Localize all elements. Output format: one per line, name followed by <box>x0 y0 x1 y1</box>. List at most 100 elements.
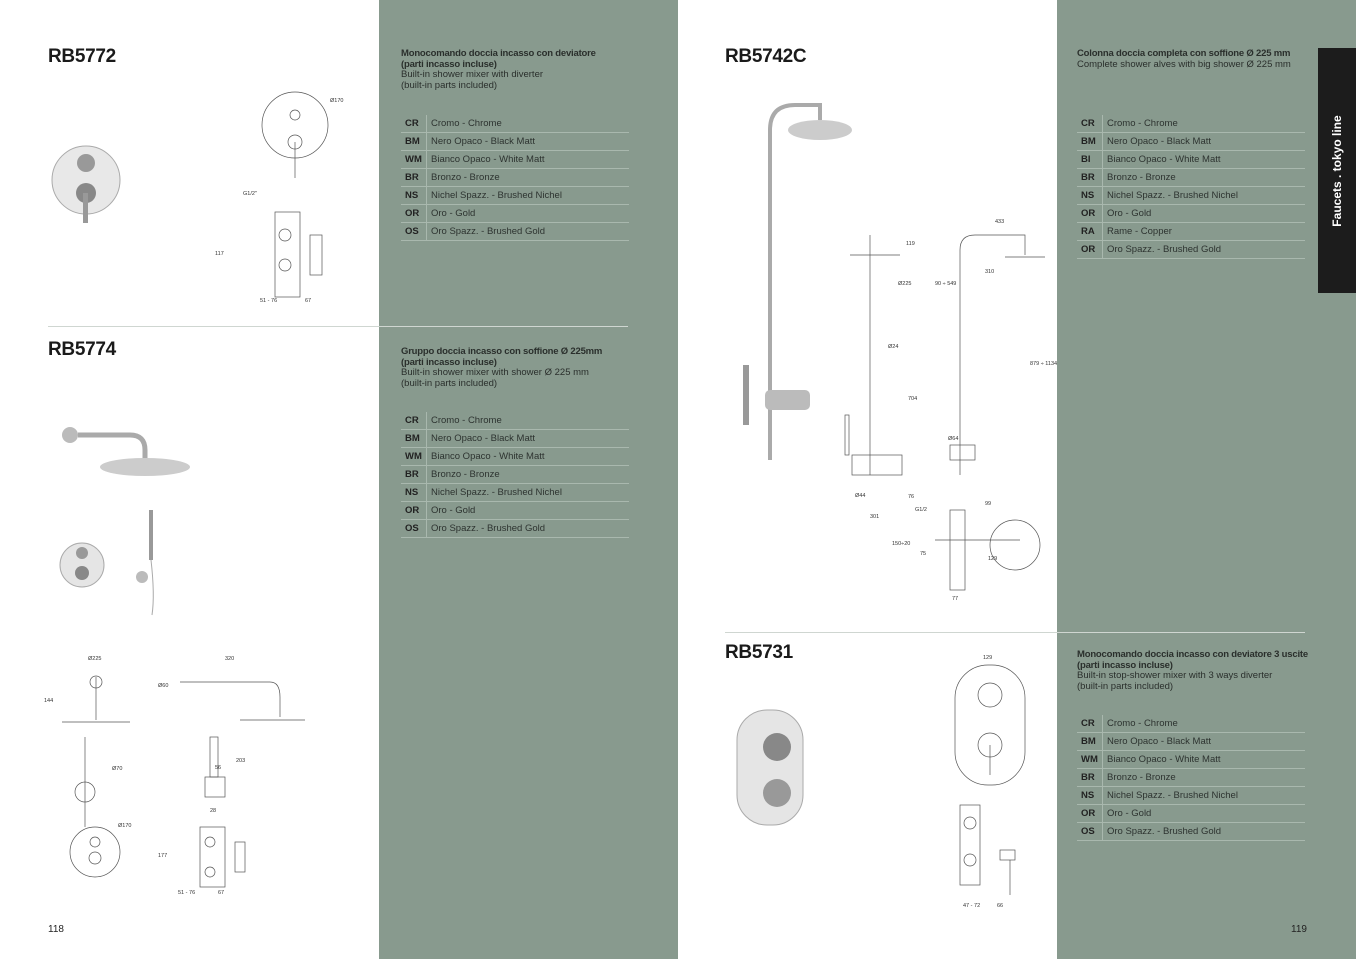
finish-code: NS <box>401 484 427 501</box>
svg-text:144: 144 <box>44 698 53 704</box>
svg-text:47 - 72: 47 - 72 <box>963 903 980 909</box>
finish-name: Oro Spazz. - Brushed Gold <box>431 226 546 237</box>
page-number-left: 118 <box>48 924 64 935</box>
finish-code: WM <box>401 448 427 465</box>
finish-name: Oro Spazz. - Brushed Gold <box>1107 244 1222 255</box>
finish-code: OS <box>1077 823 1103 840</box>
finish-code: BR <box>401 466 427 483</box>
svg-text:G1/2": G1/2" <box>243 191 257 197</box>
finish-name: Bronzo - Bronze <box>1107 772 1176 783</box>
svg-text:Ø225: Ø225 <box>88 656 101 662</box>
finish-name: Nero Opaco - Black Matt <box>1107 136 1212 147</box>
finish-name: Nichel Spazz. - Brushed Nichel <box>431 190 562 201</box>
rb5731-product-photo <box>736 709 804 826</box>
finish-name: Oro Spazz. - Brushed Gold <box>431 523 546 534</box>
rb5742c-product-photo <box>743 103 852 460</box>
finish-name: Oro Spazz. - Brushed Gold <box>1107 826 1222 837</box>
finish-name: Oro - Gold <box>1107 808 1152 819</box>
product-code: RB5731 <box>725 642 793 663</box>
finish-name: Cromo - Chrome <box>1107 718 1178 729</box>
svg-text:129: 129 <box>988 556 997 562</box>
finish-row: WM Bianco Opaco - White Matt <box>401 448 629 466</box>
finish-code: CR <box>401 412 427 429</box>
finish-row: WM Bianco Opaco - White Matt <box>1077 751 1305 769</box>
svg-text:433: 433 <box>995 219 1004 225</box>
finish-name: Bronzo - Bronze <box>431 172 500 183</box>
finish-row: OS Oro Spazz. - Brushed Gold <box>1077 823 1305 841</box>
finish-name: Bianco Opaco - White Matt <box>431 154 545 165</box>
svg-text:90 ÷ 549: 90 ÷ 549 <box>935 281 956 287</box>
finish-name: Cromo - Chrome <box>431 415 502 426</box>
finish-code: CR <box>1077 715 1103 732</box>
svg-text:Ø64: Ø64 <box>948 436 958 442</box>
product-description: Monocomando doccia incasso con deviatore… <box>401 48 596 91</box>
svg-text:77: 77 <box>952 596 958 602</box>
product-code: RB5742C <box>725 46 807 67</box>
finish-name: Nero Opaco - Black Matt <box>431 136 536 147</box>
svg-text:75: 75 <box>920 551 926 557</box>
product-description: Monocomando doccia incasso con deviatore… <box>1077 649 1308 692</box>
svg-text:704: 704 <box>908 396 917 402</box>
rb5774-product-photo <box>59 427 190 616</box>
finish-code: NS <box>401 187 427 204</box>
svg-text:28: 28 <box>210 808 216 814</box>
finish-name: Cromo - Chrome <box>1107 118 1178 129</box>
finish-code: WM <box>1077 751 1103 768</box>
finish-code: OR <box>1077 241 1103 258</box>
left-green-column <box>379 0 678 959</box>
finish-name: Bianco Opaco - White Matt <box>1107 754 1221 765</box>
finish-code: NS <box>1077 787 1103 804</box>
product-code: RB5772 <box>48 46 116 67</box>
finish-name: Bronzo - Bronze <box>431 469 500 480</box>
svg-text:67: 67 <box>305 298 311 304</box>
svg-text:51 - 76: 51 - 76 <box>178 890 195 896</box>
finish-name: Nichel Spazz. - Brushed Nichel <box>1107 190 1238 201</box>
svg-text:310: 310 <box>985 269 994 275</box>
svg-text:177: 177 <box>158 853 167 859</box>
svg-text:Ø170: Ø170 <box>118 823 131 829</box>
svg-text:56: 56 <box>215 765 221 771</box>
finish-code: OR <box>1077 205 1103 222</box>
svg-text:99: 99 <box>985 501 991 507</box>
right-green-column <box>1057 0 1356 959</box>
product-description: Colonna doccia completa con soffione Ø 2… <box>1077 48 1291 70</box>
finish-code: CR <box>401 115 427 132</box>
finish-code: BM <box>401 430 427 447</box>
svg-text:G1/2: G1/2 <box>915 507 927 513</box>
svg-text:129: 129 <box>983 655 992 661</box>
svg-text:879 ÷ 1134: 879 ÷ 1134 <box>1030 361 1057 367</box>
svg-text:Ø24: Ø24 <box>888 344 898 350</box>
finish-code: OS <box>401 223 427 240</box>
finish-row: NS Nichel Spazz. - Brushed Nichel <box>401 187 629 205</box>
finish-code: BM <box>1077 133 1103 150</box>
finish-name: Oro - Gold <box>431 505 476 516</box>
finish-code: WM <box>401 151 427 168</box>
svg-text:320: 320 <box>225 656 234 662</box>
finish-row: OR Oro - Gold <box>1077 805 1305 823</box>
finish-name: Nichel Spazz. - Brushed Nichel <box>431 487 562 498</box>
finish-code: OR <box>401 205 427 222</box>
finish-name: Bianco Opaco - White Matt <box>431 451 545 462</box>
divider <box>48 326 628 327</box>
finish-code: BM <box>1077 733 1103 750</box>
svg-text:150÷20: 150÷20 <box>892 541 910 547</box>
finish-code: RA <box>1077 223 1103 240</box>
svg-text:67: 67 <box>218 890 224 896</box>
finish-code: OR <box>1077 805 1103 822</box>
finish-name: Oro - Gold <box>431 208 476 219</box>
finish-row: OR Oro Spazz. - Brushed Gold <box>1077 241 1305 259</box>
